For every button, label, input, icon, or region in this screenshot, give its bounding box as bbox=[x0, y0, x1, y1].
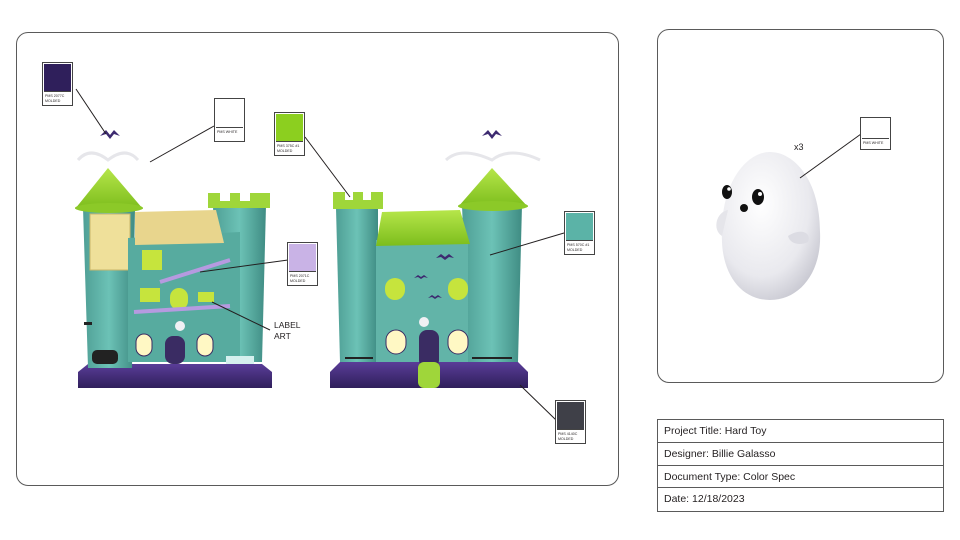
swatch-code: PMS 570C #1 bbox=[567, 243, 590, 247]
swatch-code: PMS 2071C bbox=[290, 274, 310, 278]
swatch-finish: MOLDED bbox=[45, 99, 61, 103]
swatch-chip bbox=[557, 402, 584, 430]
document-type: Document Type: Color Spec bbox=[658, 466, 943, 489]
swatch-gray: PMS 4140C MOLDED bbox=[555, 400, 586, 444]
swatch-code: PMS 2077C bbox=[45, 94, 65, 98]
swatch-chip bbox=[566, 213, 593, 241]
swatch-teal: PMS 570C #1 MOLDED bbox=[564, 211, 595, 255]
label-art-line1: LABEL bbox=[274, 320, 301, 330]
swatch-lime: PMS 375C #1 MOLDED bbox=[274, 112, 305, 156]
swatch-chip bbox=[862, 119, 889, 139]
swatch-chip bbox=[289, 244, 316, 272]
designer: Designer: Billie Galasso bbox=[658, 443, 943, 466]
swatch-chip bbox=[44, 64, 71, 92]
swatch-finish: MOLDED bbox=[567, 248, 583, 252]
label-art-line2: ART bbox=[274, 331, 291, 341]
swatch-white-ghost: PMS WHITE bbox=[860, 117, 891, 150]
swatch-code: PMS WHITE bbox=[217, 130, 238, 134]
swatch-code: PMS 375C #1 bbox=[277, 144, 300, 148]
swatch-lavender: PMS 2071C MOLDED bbox=[287, 242, 318, 286]
title-block: Project Title: Hard Toy Designer: Billie… bbox=[657, 419, 944, 512]
project-title: Project Title: Hard Toy bbox=[658, 420, 943, 443]
swatch-finish: MOLDED bbox=[290, 279, 306, 283]
swatch-white-castle: PMS WHITE bbox=[214, 98, 245, 142]
swatch-chip bbox=[216, 100, 243, 128]
ghost-quantity: x3 bbox=[794, 142, 804, 152]
castle-back-view bbox=[330, 130, 541, 388]
swatch-finish: MOLDED bbox=[558, 437, 574, 441]
label-art-callout: LABEL ART bbox=[274, 320, 300, 342]
swatch-finish: MOLDED bbox=[277, 149, 293, 153]
swatch-purple: PMS 2077C MOLDED bbox=[42, 62, 73, 106]
castle-front-view bbox=[75, 130, 272, 388]
swatch-chip bbox=[276, 114, 303, 142]
ghost-figure bbox=[716, 152, 821, 300]
date: Date: 12/18/2023 bbox=[664, 493, 745, 506]
swatch-code: PMS 4140C bbox=[558, 432, 578, 436]
leader-lines bbox=[75, 88, 862, 421]
swatch-code: PMS WHITE bbox=[863, 141, 884, 145]
